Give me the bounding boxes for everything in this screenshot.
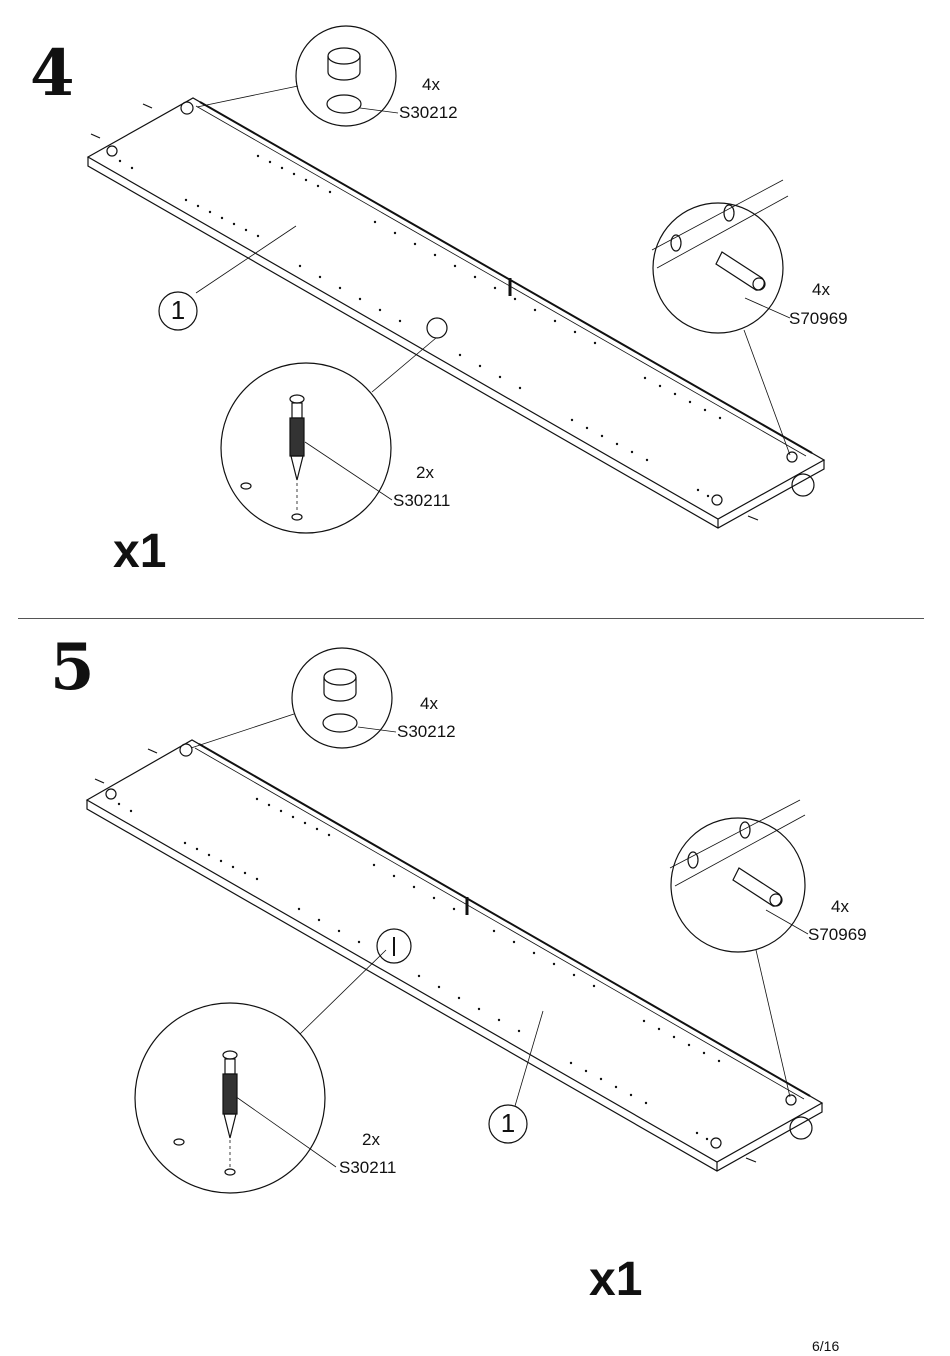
step-quantity: x1 (589, 1253, 643, 1306)
step-number: 4 (30, 36, 75, 111)
cam-lock-code: S30212 (397, 722, 456, 741)
step-4-panel-drawing (86, 25, 826, 534)
part-label: 1 (500, 1108, 516, 1138)
cam-bolt-code: S30211 (393, 491, 451, 510)
step-5-panel-drawing (85, 647, 824, 1194)
part-label: 1 (170, 295, 186, 325)
cam-lock-count: 4x (420, 694, 438, 713)
wood-dowel-count: 4x (831, 897, 849, 916)
step-quantity: x1 (113, 525, 167, 578)
page-number: 6/16 (812, 1338, 840, 1354)
step-number: 5 (50, 630, 95, 705)
wood-dowel-code: S70969 (808, 925, 867, 944)
step-divider (18, 618, 924, 619)
cam-bolt-count: 2x (416, 463, 434, 482)
cam-lock-count: 4x (422, 75, 440, 94)
wood-dowel-code: S70969 (789, 309, 848, 328)
wood-dowel-count: 4x (812, 280, 830, 299)
cam-bolt-count: 2x (362, 1130, 380, 1149)
cam-lock-code: S30212 (399, 103, 458, 122)
cam-bolt-code: S30211 (339, 1158, 397, 1177)
